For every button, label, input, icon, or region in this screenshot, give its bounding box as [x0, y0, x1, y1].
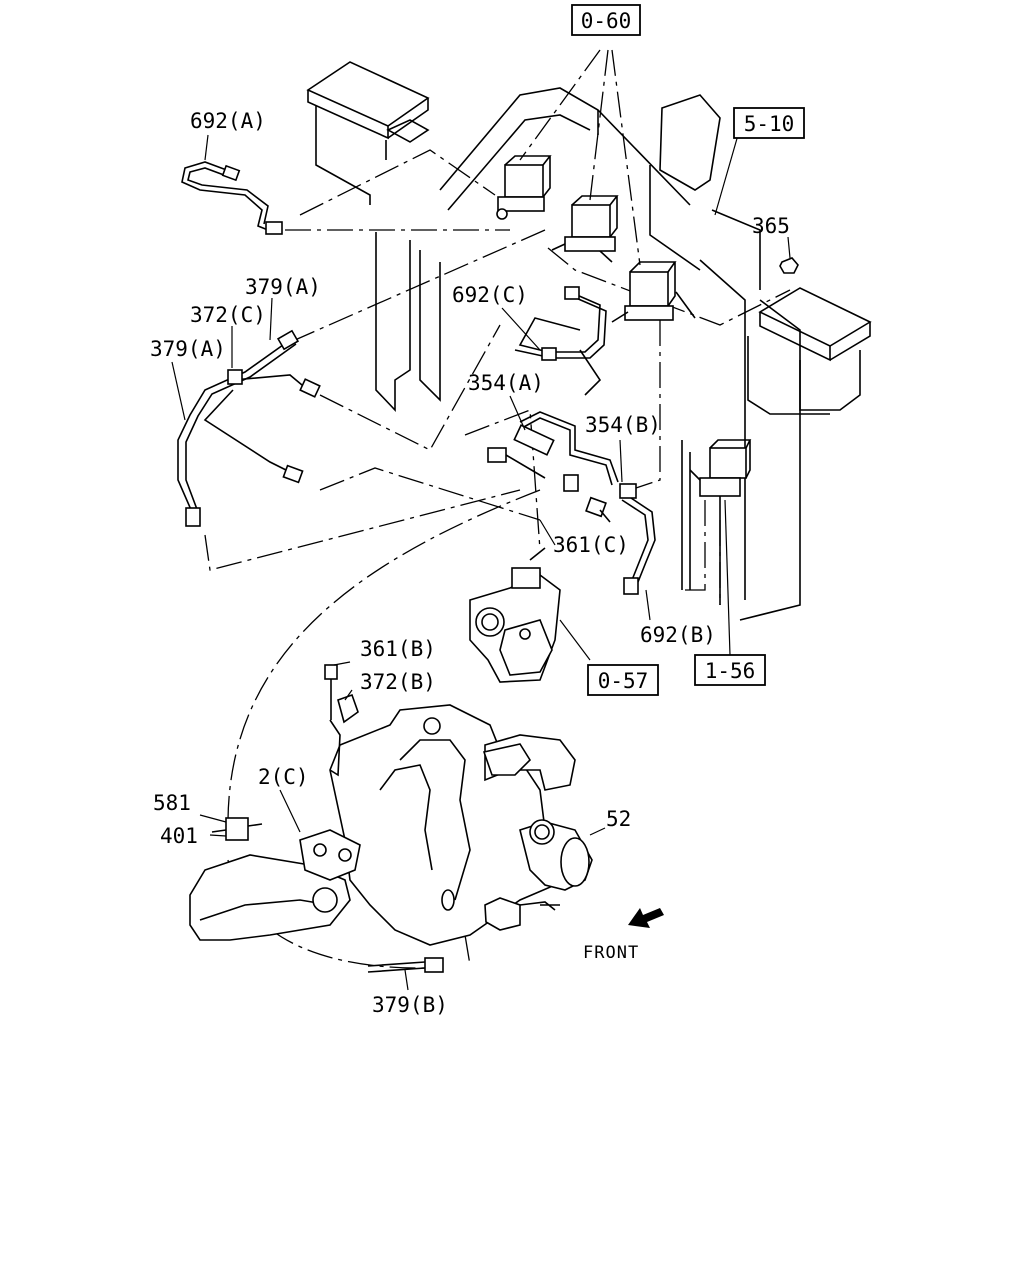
callout-581: 581 [153, 791, 191, 815]
callout-692c: 692(C) [452, 283, 528, 307]
callout-2c: 2(C) [258, 765, 309, 789]
bracket-parts [324, 664, 359, 777]
callout-361c: 361(C) [553, 533, 629, 557]
callout-379b: 379(B) [372, 993, 448, 1017]
solenoid-valve-2 [551, 195, 619, 263]
reference-0-57-label: 0-57 [598, 669, 649, 693]
front-arrow-icon [628, 908, 664, 928]
callout-354a: 354(A) [468, 371, 544, 395]
callout-372b: 372(B) [360, 670, 436, 694]
pipe-692a [181, 161, 283, 235]
callout-379a-top: 379(A) [245, 275, 321, 299]
callout-52: 52 [606, 807, 631, 831]
reference-1-56-label: 1-56 [705, 659, 756, 683]
solenoid-valve-3 [611, 261, 696, 323]
reference-box-5-10[interactable]: 5-10 [733, 107, 805, 139]
callout-379a-left: 379(A) [150, 337, 226, 361]
pipe-692b [619, 483, 656, 595]
cab-structure [306, 61, 872, 621]
callout-692b: 692(B) [640, 623, 716, 647]
valve-body-0-57 [469, 547, 561, 683]
front-label: FRONT [583, 943, 639, 963]
callout-401: 401 [160, 824, 198, 848]
reference-box-1-56[interactable]: 1-56 [694, 654, 766, 686]
callout-692a: 692(A) [190, 109, 266, 133]
solenoid-valve-4 [689, 439, 752, 497]
callout-365: 365 [752, 214, 790, 238]
routing-lines [204, 49, 791, 969]
callout-354b: 354(B) [585, 413, 661, 437]
reference-box-0-60[interactable]: 0-60 [571, 4, 641, 36]
reference-0-60-label: 0-60 [581, 9, 632, 33]
hose-379a [177, 329, 321, 527]
leader-lines [171, 134, 791, 991]
reference-5-10-label: 5-10 [744, 112, 795, 136]
pipe-354a [487, 411, 619, 492]
nut-365 [779, 257, 799, 274]
sensor-581 [211, 817, 263, 841]
bolt-361c [585, 496, 611, 523]
callout-labels: 692(A) 379(A) 372(C) 379(A) 692(C) 354(A… [150, 109, 790, 1017]
hose-379b [367, 957, 444, 973]
callout-372c: 372(C) [190, 303, 266, 327]
reference-box-0-57[interactable]: 0-57 [587, 664, 659, 696]
pipe-692c [514, 286, 607, 396]
solenoid-valve-1 [496, 155, 552, 220]
callout-361b: 361(B) [360, 637, 436, 661]
intake-manifold [189, 704, 593, 946]
